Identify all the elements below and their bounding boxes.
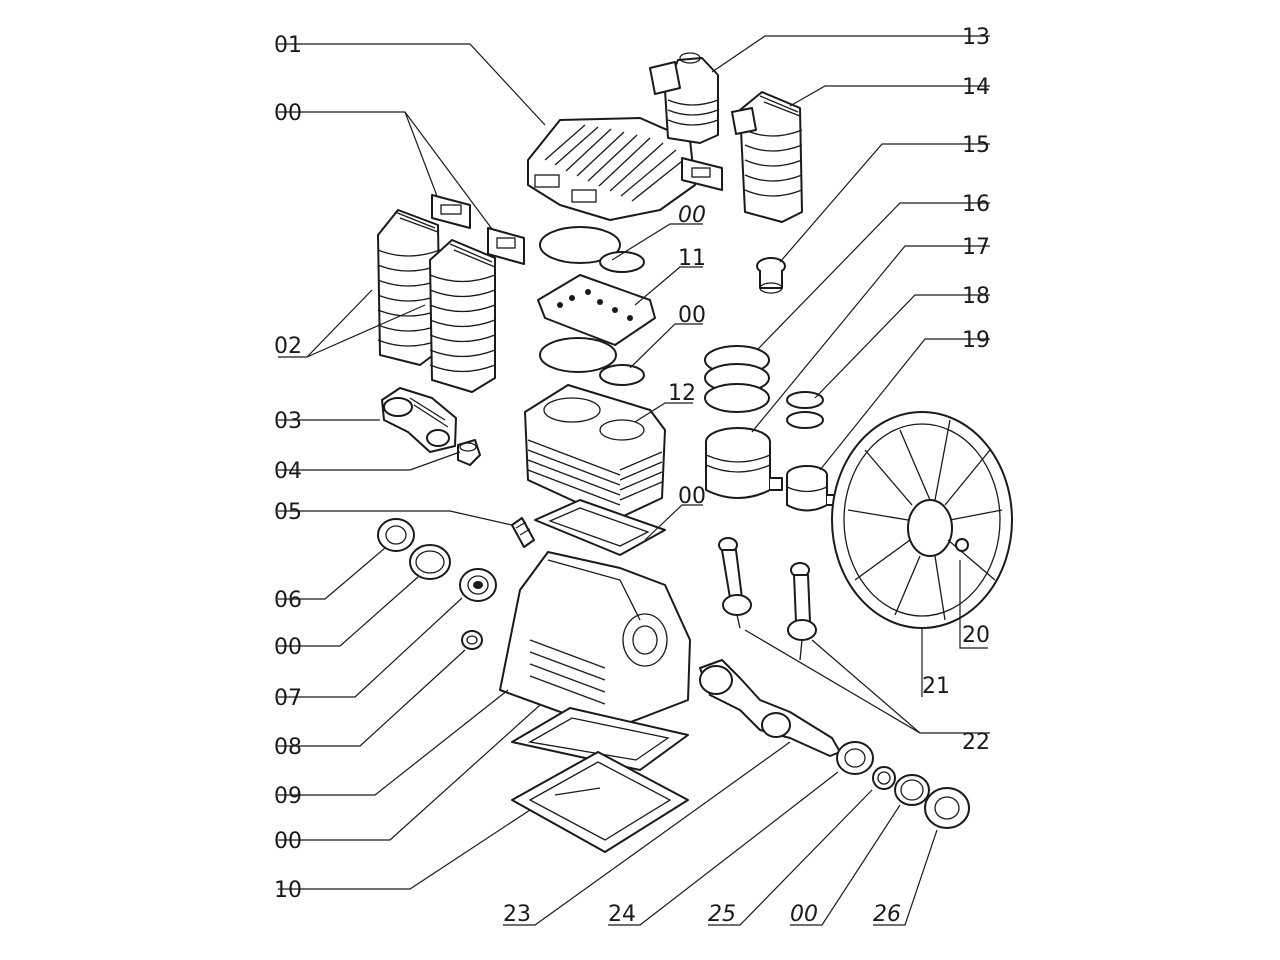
part-transfer-tubes bbox=[377, 209, 496, 393]
callout-19: 19 bbox=[962, 328, 990, 353]
part-bearing-cover-right bbox=[924, 787, 970, 829]
callout-02: 02 bbox=[274, 334, 302, 359]
part-manifold bbox=[381, 387, 457, 453]
callout-00-head-gasket-top: 00 bbox=[678, 203, 706, 228]
part-pin bbox=[511, 517, 535, 548]
part-head-gaskets bbox=[539, 226, 645, 386]
callout-25: 25 bbox=[708, 902, 736, 927]
callout-04: 04 bbox=[274, 459, 302, 484]
part-plug bbox=[457, 439, 481, 466]
callout-09: 09 bbox=[274, 784, 302, 809]
callout-22: 22 bbox=[962, 730, 990, 755]
callout-20: 20 bbox=[962, 623, 990, 648]
callout-13: 13 bbox=[962, 25, 990, 50]
callout-17: 17 bbox=[962, 235, 990, 260]
part-crankcase bbox=[499, 551, 691, 731]
callout-26: 26 bbox=[873, 902, 901, 927]
part-crankshaft bbox=[699, 659, 841, 757]
callout-24: 24 bbox=[608, 902, 636, 927]
part-cylinder-head bbox=[527, 117, 696, 221]
callout-01: 01 bbox=[274, 33, 302, 58]
part-piston-rings-large bbox=[704, 345, 770, 413]
callout-21: 21 bbox=[922, 674, 950, 699]
part-flywheel bbox=[831, 411, 1013, 629]
part-key bbox=[955, 538, 969, 552]
callout-03: 03 bbox=[274, 409, 302, 434]
callout-00-gaskets: 00 bbox=[274, 101, 302, 126]
part-bottom-cover bbox=[511, 751, 689, 853]
part-transfer-tube-right bbox=[731, 91, 803, 223]
callout-00-ring-left: 00 bbox=[274, 635, 302, 660]
part-bearing-left bbox=[459, 568, 497, 602]
callout-12: 12 bbox=[668, 381, 696, 406]
part-piston-large bbox=[705, 427, 783, 499]
part-manifold-gasket-small bbox=[681, 157, 723, 191]
callout-06: 06 bbox=[274, 588, 302, 613]
callout-00-head-gasket-bottom: 00 bbox=[678, 303, 706, 328]
part-base-gasket bbox=[534, 499, 666, 556]
callout-16: 16 bbox=[962, 192, 990, 217]
callout-10: 10 bbox=[274, 878, 302, 903]
part-flange-gaskets bbox=[431, 194, 525, 265]
part-bearing-right bbox=[836, 741, 874, 775]
callout-15: 15 bbox=[962, 133, 990, 158]
callout-18: 18 bbox=[962, 284, 990, 309]
callout-00-bottom-gasket: 00 bbox=[274, 829, 302, 854]
callout-00-ring-right: 00 bbox=[790, 902, 818, 927]
part-bearing-cover-left bbox=[377, 518, 415, 552]
part-air-filter bbox=[649, 52, 719, 144]
part-gasket-ring-left bbox=[409, 544, 451, 580]
callout-23: 23 bbox=[503, 902, 531, 927]
part-oil-seal bbox=[872, 766, 896, 790]
part-valve-plate bbox=[537, 274, 656, 346]
part-piston-rings-small bbox=[786, 391, 824, 429]
callout-14: 14 bbox=[962, 75, 990, 100]
part-piston-small bbox=[786, 465, 837, 512]
part-gasket-ring-right bbox=[894, 774, 930, 806]
part-cylinder-block bbox=[524, 384, 666, 521]
part-nipple bbox=[756, 257, 786, 294]
leader-lines bbox=[278, 35, 990, 926]
callout-11: 11 bbox=[678, 246, 706, 271]
callout-08: 08 bbox=[274, 735, 302, 760]
callout-labels: 01 00 02 03 04 05 06 00 07 08 09 00 10 2… bbox=[274, 25, 990, 927]
callout-07: 07 bbox=[274, 686, 302, 711]
callout-05: 05 bbox=[274, 500, 302, 525]
part-connecting-rods bbox=[718, 537, 817, 661]
part-oil-plug bbox=[461, 630, 483, 650]
callout-00-base-gasket: 00 bbox=[678, 484, 706, 509]
